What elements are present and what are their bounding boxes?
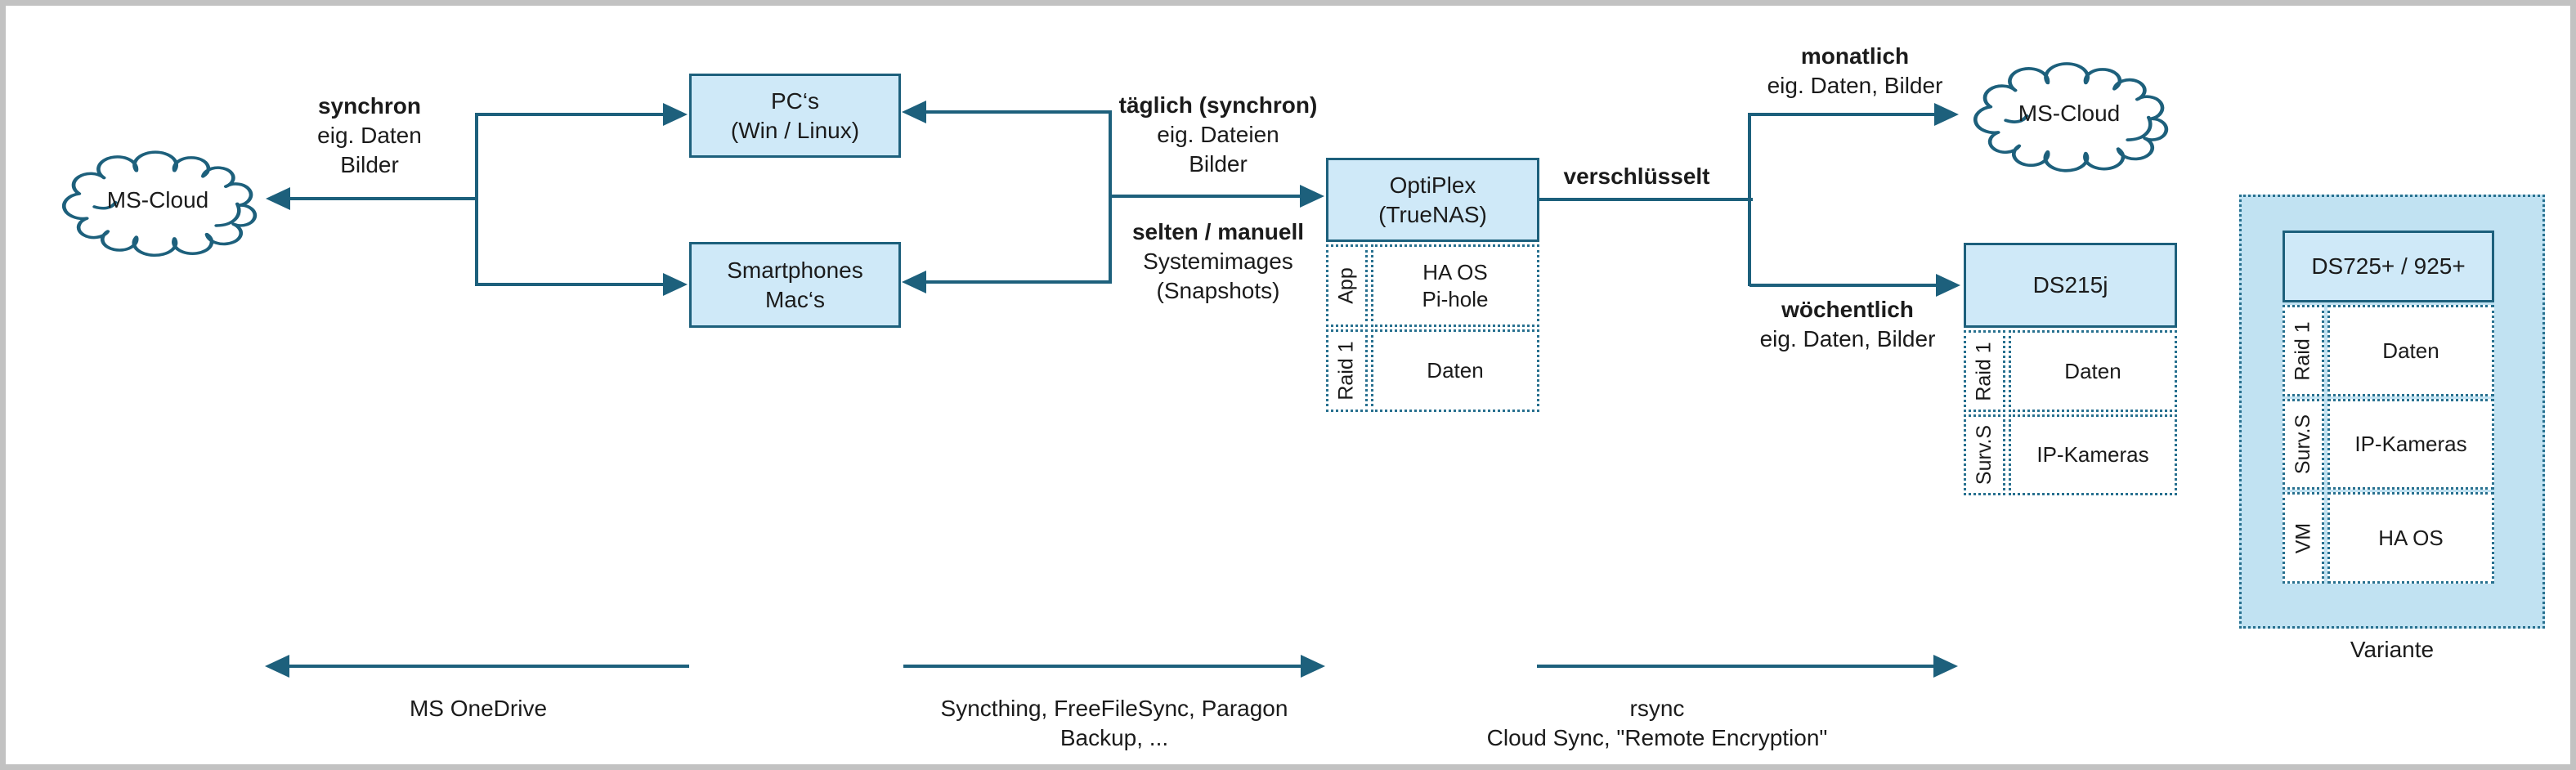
line-mid-to-pcs: [926, 110, 1112, 114]
line-rsync: [1537, 665, 1935, 668]
ds215j-row-survs-content: IP-Kameras: [2009, 414, 2177, 495]
box-optiplex-line2: (TrueNAS): [1378, 201, 1487, 227]
cloud-icon: [1973, 62, 2169, 172]
box-pcs-line2: (Win / Linux): [730, 117, 860, 143]
optiplex-row-raid-content: Daten: [1371, 329, 1539, 412]
arrowhead-rsync: [1933, 655, 1958, 678]
ds725-row-raid-label: Raid 1: [2283, 305, 2324, 396]
arrowhead-onedrive: [265, 655, 289, 678]
optiplex-row-raid-label: Raid 1: [1326, 329, 1368, 412]
ds725-row-vm-label: VM: [2283, 492, 2324, 584]
label-taeglich: täglich (synchron) eig. Dateien Bilder: [1118, 92, 1318, 177]
cloud-icon: [62, 150, 258, 257]
optiplex-row-app-label: App: [1326, 244, 1368, 327]
optiplex-row-app-content: HA OS Pi-hole: [1371, 244, 1539, 327]
line-branch-to-left-cloud: [290, 197, 478, 200]
line-mid-to-optiplex: [1109, 195, 1301, 198]
line-syncthing: [903, 665, 1302, 668]
box-smartphones-line2: Mac‘s: [764, 286, 826, 312]
ms-cloud-right: MS-Cloud: [1962, 62, 2176, 172]
line-branch-to-ds215j: [1749, 284, 1938, 287]
label-monatlich: monatlich eig. Daten, Bilder: [1767, 43, 1943, 98]
arrowhead-mid-to-pcs: [902, 101, 926, 123]
box-ds215j: DS215j: [1964, 243, 2177, 328]
variante-caption: Variante: [2350, 637, 2435, 662]
ds725-row-survs-content: IP-Kameras: [2327, 399, 2494, 490]
box-smartphones: Smartphones Mac‘s: [689, 242, 901, 328]
ms-cloud-left: MS-Cloud: [51, 150, 265, 257]
line-branch-to-right-cloud: [1749, 113, 1936, 116]
ds725-row-raid-content: Daten: [2327, 305, 2494, 396]
cloud-label: MS-Cloud: [2018, 101, 2121, 126]
box-smartphones-line1: Smartphones: [727, 257, 863, 283]
box-pcs-line1: PC‘s: [770, 87, 820, 114]
arrowhead-to-left-cloud: [266, 187, 290, 210]
box-ds215j-title: DS215j: [2032, 272, 2108, 298]
arrowhead-mid-to-smartphones: [902, 271, 926, 293]
ds215j-row-survs-label: Surv.S: [1964, 414, 2005, 495]
line-optiplex-out: [1539, 198, 1753, 201]
line-branch-to-smartphones: [477, 283, 665, 286]
ds725-row-vm-content: HA OS: [2327, 492, 2494, 584]
label-syncthing: Syncthing, FreeFileSync, Paragon Backup,…: [940, 696, 1288, 750]
ds215j-row-raid-label: Raid 1: [1964, 330, 2005, 412]
arrowhead-to-optiplex: [1300, 185, 1324, 208]
label-selten: selten / manuell Systemimages (Snapshots…: [1131, 219, 1305, 303]
line-onedrive: [288, 665, 689, 668]
ds725-row-survs-label: Surv.S: [2283, 399, 2324, 490]
label-onedrive: MS OneDrive: [409, 696, 548, 721]
label-verschluesselt: verschlüsselt: [1563, 163, 1710, 189]
box-optiplex-line1: OptiPlex: [1389, 172, 1476, 198]
arrowhead-to-ds215j: [1936, 274, 1960, 297]
box-pcs: PC‘s (Win / Linux): [689, 74, 901, 158]
box-ds725-title: DS725+ / 925+: [2311, 253, 2466, 279]
arrowhead-to-pcs: [663, 103, 688, 126]
arrowhead-to-smartphones: [663, 273, 688, 296]
ds215j-row-raid-content: Daten: [2009, 330, 2177, 412]
label-rsync: rsync Cloud Sync, "Remote Encryption": [1486, 696, 1828, 750]
arrowhead-syncthing: [1301, 655, 1325, 678]
cloud-label: MS-Cloud: [106, 187, 209, 213]
line-left-branch-vertical: [475, 113, 478, 286]
box-ds725: DS725+ / 925+: [2283, 231, 2494, 302]
arrowhead-to-right-cloud: [1934, 103, 1959, 126]
label-woechentlich: wöchentlich eig. Daten, Bilder: [1759, 297, 1936, 351]
line-branch-to-pcs: [477, 113, 665, 116]
label-synchron: synchron eig. Daten Bilder: [317, 93, 422, 177]
line-mid-to-smartphones: [926, 280, 1112, 284]
line-nas-branch-vertical: [1748, 113, 1751, 286]
box-optiplex: OptiPlex (TrueNAS): [1326, 158, 1539, 242]
